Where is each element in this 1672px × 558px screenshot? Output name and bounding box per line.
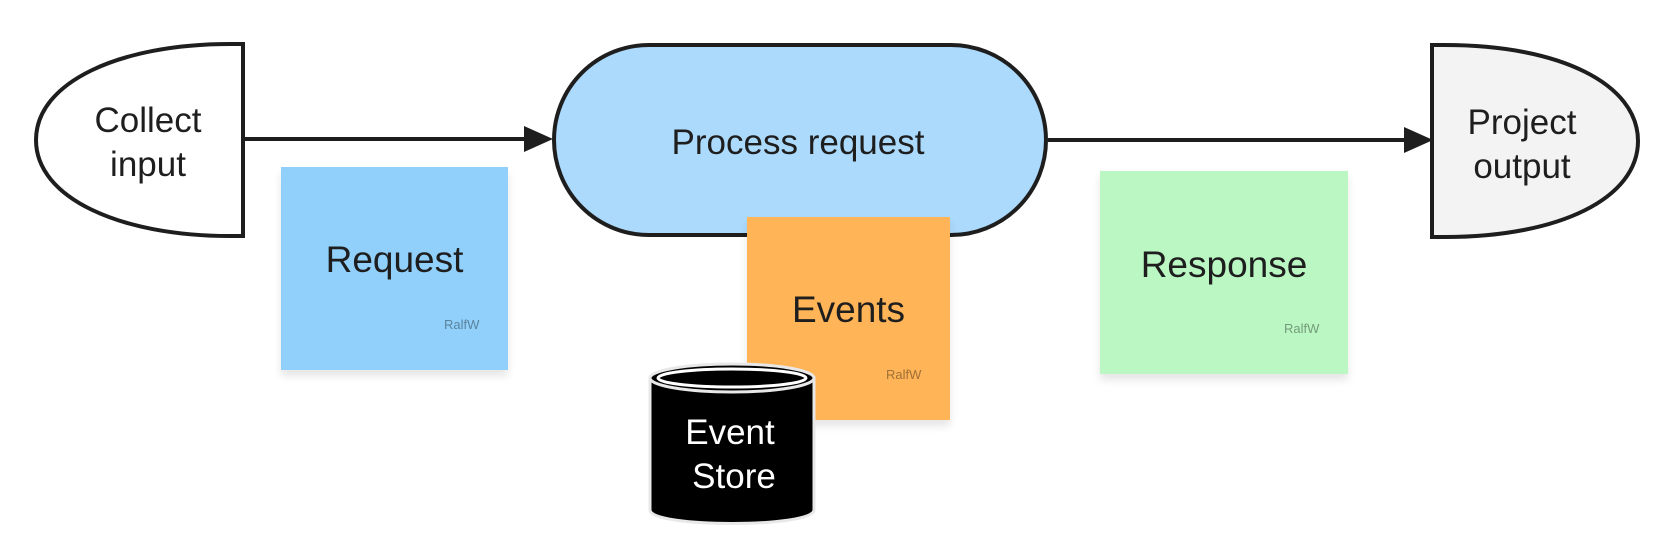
event-store-label-line2: Store <box>692 457 776 496</box>
sticky-note-label: Events <box>791 289 906 330</box>
project-output-label-line1: Project <box>1468 103 1577 142</box>
collect-input-label-line2: input <box>110 145 186 184</box>
connector-input-to-process <box>243 126 553 152</box>
project-output-shape[interactable]: Project output <box>1430 43 1641 239</box>
event-store-shape[interactable]: Event Store <box>642 358 822 530</box>
arrowhead-icon <box>524 126 553 152</box>
sticky-note-author: RalfW <box>444 317 480 332</box>
process-request-label: Process request <box>672 123 925 162</box>
sticky-note-label: Request <box>325 239 464 280</box>
collect-input-label-line1: Collect <box>95 101 202 140</box>
sticky-note-author: RalfW <box>886 367 922 382</box>
sticky-note-request[interactable]: Request RalfW <box>281 167 508 370</box>
sticky-note-response[interactable]: Response RalfW <box>1100 171 1348 374</box>
event-store-label-line1: Event <box>685 413 775 452</box>
process-request-shape[interactable]: Process request <box>552 43 1048 237</box>
connector-process-to-output <box>1048 127 1433 153</box>
sticky-note-author: RalfW <box>1284 321 1320 336</box>
arrowhead-icon <box>1404 127 1433 153</box>
project-output-label-line2: output <box>1473 147 1571 186</box>
collect-input-shape[interactable]: Collect input <box>33 42 245 238</box>
sticky-note-label: Response <box>1140 244 1308 285</box>
